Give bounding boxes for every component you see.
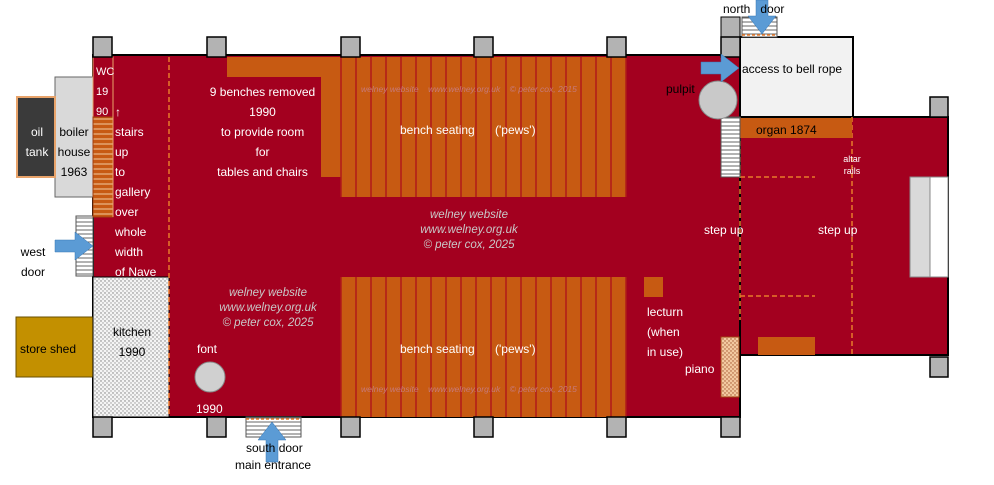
pillar-north [340, 36, 361, 58]
watermark-strip-bottom: welney website www.welney.org.uk © peter… [361, 384, 577, 394]
bell-rope-room [739, 36, 854, 118]
bell-rope-arrow [700, 53, 740, 83]
pillar-north [720, 36, 741, 58]
font-label: font [197, 342, 218, 356]
bench-seating-bottom-label: bench seating [400, 342, 475, 356]
pillar-chancel-north [929, 96, 949, 118]
altar [909, 176, 931, 278]
pillar-chancel-south [929, 356, 949, 378]
pulpit-label: pulpit [666, 82, 695, 96]
step-up-label-2: step up [818, 223, 858, 237]
watermark-left: welney website www.welney.org.uk © peter… [219, 287, 317, 329]
bench-seating-top-label: bench seating [400, 123, 475, 137]
boiler-house-label: boiler house 1963 [57, 125, 91, 179]
pillar-south [720, 416, 741, 438]
benches-removed-label: 9 benches removed 1990 to provide room f… [209, 85, 316, 179]
pillar-north [473, 36, 494, 58]
south-door-arrow [257, 421, 287, 463]
pulpit-steps [720, 116, 741, 178]
bench-block-north [340, 57, 627, 197]
stairs-column [92, 116, 114, 218]
oil-tank [16, 96, 56, 178]
watermark-center: welney website www.welney.org.uk © peter… [420, 209, 518, 251]
bell-rope-label: access to bell rope [742, 62, 843, 76]
pillar-south [473, 416, 494, 438]
oil-tank-label: oil tank [25, 125, 49, 159]
pews-top-label: ('pews') [495, 123, 536, 137]
piano-block [720, 336, 740, 398]
stairs-label: ↑ stairs up to gallery over whole width … [115, 105, 157, 279]
kitchen-label: kitchen 1990 [112, 325, 152, 359]
watermark-strip-top: welney website www.welney.org.uk © peter… [361, 84, 577, 94]
pillar-south [92, 416, 113, 438]
altar-table [929, 176, 949, 278]
north-door-label: north door [723, 2, 785, 16]
pillar-north [206, 36, 227, 58]
store-shed-label: store shed [20, 342, 77, 356]
font [194, 361, 226, 393]
bench-strip-top [227, 57, 341, 77]
altar-rails-label: altar rails [843, 154, 861, 176]
west-door-arrow [54, 231, 94, 261]
north-door-arrow [747, 0, 777, 35]
bench-block-south [340, 277, 627, 417]
pillars [92, 36, 949, 438]
font-year-label: 1990 [196, 402, 223, 416]
pillar-south [606, 416, 627, 438]
lecturn-block [644, 277, 663, 297]
pillar-south [206, 416, 227, 438]
organ-label: organ 1874 [756, 123, 817, 137]
lecturn-label: lecturn (when in use) [647, 305, 684, 359]
step-up-label-1: step up [704, 223, 744, 237]
west-door-label: west door [20, 245, 46, 279]
organ-block [740, 118, 852, 138]
pillar-north [92, 36, 113, 58]
store-shed [15, 316, 94, 378]
bench-north-base [341, 57, 626, 197]
kitchen [92, 276, 170, 418]
chancel-step-block [758, 337, 815, 355]
bench-strip-side [321, 57, 341, 177]
south-door-label: south door [246, 441, 303, 455]
wc-label: WC 19 90 [96, 66, 115, 118]
pillar-south [340, 416, 361, 438]
piano-label: piano [685, 362, 715, 376]
bench-south-base [341, 277, 626, 417]
pulpit [698, 80, 738, 120]
pews-bottom-label: ('pews') [495, 342, 536, 356]
pillar-north [606, 36, 627, 58]
main-entrance-label: main entrance [235, 458, 312, 472]
